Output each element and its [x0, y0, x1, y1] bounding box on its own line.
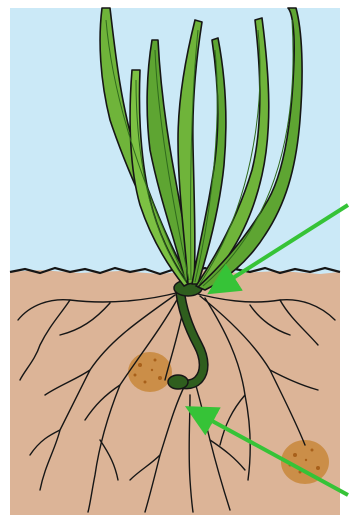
- seed-remnant: [168, 375, 188, 389]
- nutrient-spot-left: [128, 352, 172, 392]
